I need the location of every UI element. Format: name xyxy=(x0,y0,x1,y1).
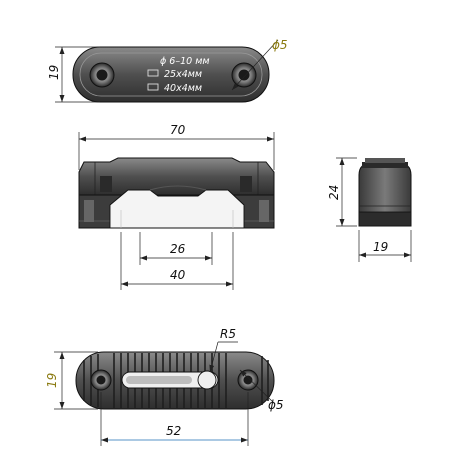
front-view: 70 26 40 xyxy=(78,123,275,290)
top-hole-dim: ϕ5 xyxy=(272,38,288,52)
bottom-hole-dim: ϕ5 xyxy=(268,398,284,412)
side-view: 24 19 xyxy=(327,157,412,262)
top-height-dim: 19 xyxy=(47,65,61,80)
engraving-line-1: ϕ 6–10 мм xyxy=(160,56,210,67)
engraving-line-3: 40x4мм xyxy=(164,83,202,94)
front-inner-dim: 26 xyxy=(170,242,186,256)
top-view-body xyxy=(72,46,270,103)
side-height-dim: 24 xyxy=(327,185,341,200)
bottom-height-dim: 19 xyxy=(45,373,59,388)
side-width-dim: 19 xyxy=(373,240,388,254)
front-clamp-opening xyxy=(109,189,245,229)
front-outer-dim: 40 xyxy=(170,268,186,282)
engraving-line-2: 25x4мм xyxy=(164,69,202,80)
top-view: ϕ 6–10 мм 25x4мм 40x4мм 19 ϕ5 xyxy=(47,38,288,103)
front-length-dim: 70 xyxy=(170,123,186,137)
bottom-view: 19 R5 ϕ5 52 xyxy=(45,327,284,446)
bottom-spacing-dim: 52 xyxy=(166,424,181,438)
bottom-radius-dim: R5 xyxy=(220,327,236,341)
